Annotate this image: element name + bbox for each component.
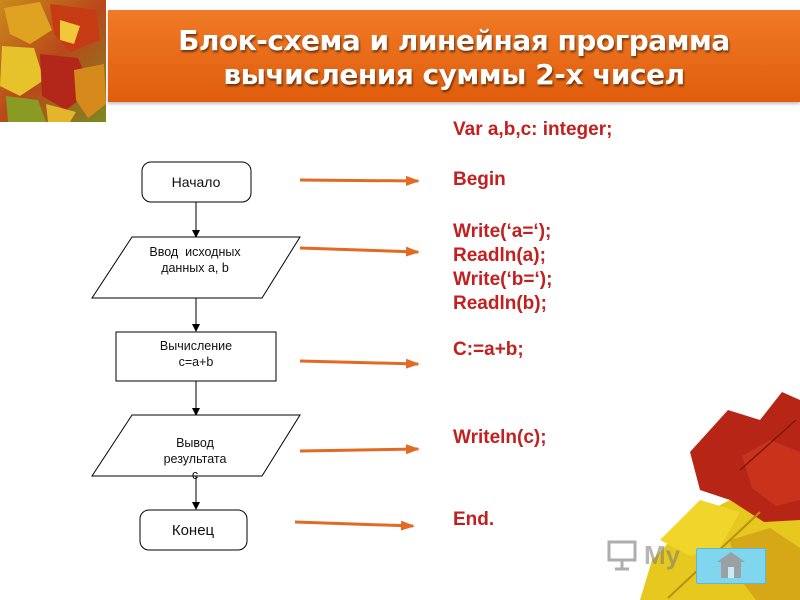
code-assign: C:=a+b; <box>453 339 524 360</box>
end-block <box>139 509 248 551</box>
code-var: Var a,b,c: integer; <box>453 119 613 140</box>
code-writeln: Writeln(c); <box>453 427 547 448</box>
code-readln-b: Readln(b); <box>453 293 547 314</box>
arrow-calc-to-assign <box>299 358 420 369</box>
output-label-line2: результата <box>164 452 227 466</box>
title-line-1: Блок-схема и линейная программа <box>178 24 730 57</box>
start-label: Начало <box>172 174 221 190</box>
calc-label-line1: Вычисление <box>160 339 232 353</box>
output-label-line1: Вывод <box>176 436 214 450</box>
title-banner: Блок-схема и линейная программа вычислен… <box>108 10 800 102</box>
watermark-text: My <box>644 540 681 570</box>
nav-button[interactable] <box>696 548 766 584</box>
input-block <box>91 236 301 299</box>
output-label-line3: c <box>192 468 198 482</box>
code-write-a: Write(‘a=‘); <box>453 221 552 242</box>
home-icon <box>717 552 745 578</box>
arrow-start-to-begin <box>299 175 420 186</box>
code-write-b: Write(‘b=‘); <box>453 269 553 290</box>
watermark: My <box>606 538 766 574</box>
code-readln-a: Readln(a); <box>453 245 546 266</box>
arrow-output-to-writeln <box>299 444 420 455</box>
start-block <box>141 161 252 203</box>
code-begin: Begin <box>453 169 506 190</box>
title-line-2: вычисления суммы 2-х чисел <box>223 58 685 91</box>
presentation-icon <box>607 540 637 571</box>
calc-block <box>115 331 277 382</box>
code-end: End. <box>453 509 495 530</box>
output-block <box>91 414 301 477</box>
input-label-line2: данных a, b <box>161 261 229 275</box>
end-label: Конец <box>172 522 215 539</box>
input-label-line1: Ввод исходных <box>149 245 241 259</box>
calc-label-line2: c=a+b <box>179 355 214 369</box>
arrow-input-to-read <box>299 246 420 257</box>
arrow-end-to-end <box>294 520 415 531</box>
